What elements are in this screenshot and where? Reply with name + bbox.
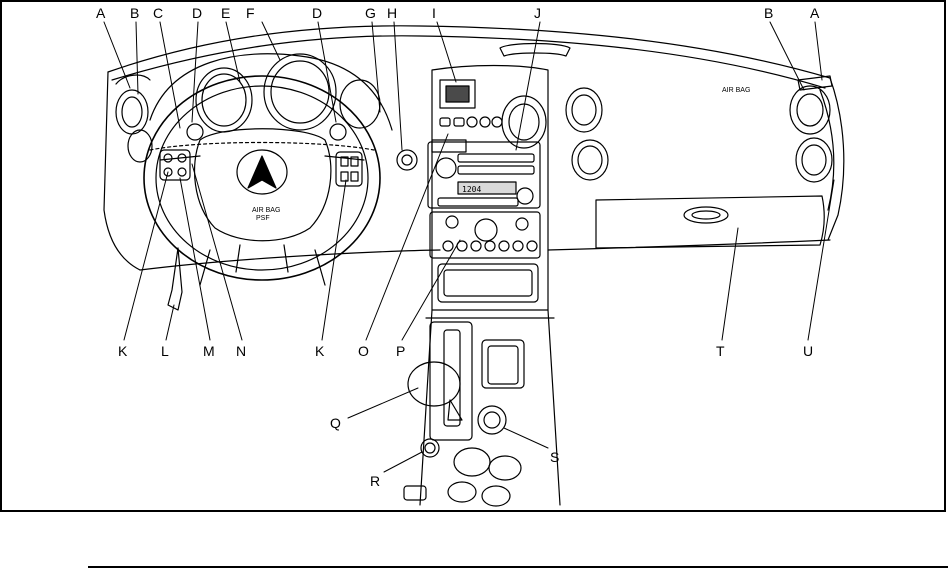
- wheel-controls-left: [159, 149, 191, 181]
- cluster-hood: [149, 53, 393, 131]
- cupholder-front: [453, 447, 491, 477]
- speedometer-gauge: [263, 53, 337, 131]
- climate-knob: [474, 218, 498, 242]
- storage-pocket: [437, 263, 539, 303]
- wiper-stalk: [329, 123, 347, 141]
- shift-gate: [429, 321, 473, 441]
- callout-j: J: [534, 5, 541, 21]
- vent-icon-right-lower: [795, 137, 833, 183]
- callout-s: S: [550, 449, 559, 465]
- glovebox-latch-icon: [683, 206, 729, 224]
- callout-a-right: A: [810, 5, 820, 21]
- radio-display-window: [457, 181, 517, 195]
- emblem-ring: [236, 149, 288, 195]
- console-bin: [481, 339, 525, 389]
- radio-tune-knob: [516, 187, 534, 205]
- wheel-controls-right: [335, 151, 363, 187]
- dash-lower-left: [139, 249, 441, 271]
- defroster-slot: [499, 42, 571, 57]
- callout-m: M: [203, 343, 215, 359]
- dashboard-illustration: AIR BAG AIR BAG PSF 1204 A B C D E F D G…: [0, 0, 946, 512]
- callout-f: F: [246, 5, 255, 21]
- callout-b-right: B: [764, 5, 773, 21]
- callout-d-left: D: [192, 5, 202, 21]
- radio-display-text: 1204: [462, 185, 481, 194]
- callout-k-left: K: [118, 343, 128, 359]
- callout-d-right: D: [312, 5, 322, 21]
- vent-icon-right-upper: [789, 85, 831, 135]
- callout-i: I: [432, 5, 436, 21]
- lighter-icon: [420, 438, 440, 458]
- center-console: [419, 309, 561, 506]
- dash-lower-right: [547, 239, 831, 251]
- callout-q: Q: [330, 415, 341, 431]
- glovebox: [595, 195, 825, 249]
- callouts-top: A B C D E F D G H I J B A: [96, 5, 820, 21]
- callouts-bottom: K L M N K O P T U Q S R: [118, 343, 813, 489]
- shift-lever-icon: [407, 361, 461, 407]
- turn-signal-stalk: [186, 123, 204, 141]
- vent-icon-left-lower: [127, 129, 153, 163]
- climate-buttons: [442, 240, 538, 252]
- cupholder-rear: [447, 481, 477, 503]
- radio-volume-knob: [435, 157, 457, 179]
- callout-r: R: [370, 473, 380, 489]
- power-outlet-icon: [477, 405, 507, 435]
- callout-a-left: A: [96, 5, 106, 21]
- fuel-gauge: [339, 79, 381, 129]
- dash-right-edge: [827, 77, 845, 241]
- climate-controls: [429, 211, 541, 259]
- vent-icon-center-right-upper: [565, 87, 603, 133]
- info-display-pod: [439, 79, 476, 109]
- switch-row: [439, 116, 503, 128]
- page-rule: [88, 566, 948, 568]
- radio-top-buttons: [431, 139, 467, 153]
- callout-p: P: [396, 343, 405, 359]
- callout-c: C: [153, 5, 163, 21]
- ignition-icon: [396, 149, 418, 171]
- dash-top-edge-inner: [111, 35, 826, 89]
- callout-b-left: B: [130, 5, 139, 21]
- steering-wheel-rim: [143, 75, 381, 281]
- dash-top-edge: [107, 25, 831, 79]
- pontiac-emblem-icon: [247, 155, 277, 189]
- callout-h: H: [387, 5, 397, 21]
- audio-system: [427, 141, 541, 209]
- callout-t: T: [716, 343, 725, 359]
- figure-border: [0, 0, 946, 512]
- leader-lines: [103, 21, 835, 473]
- dash-left-edge: [103, 71, 141, 271]
- airbag-sub-label-wheel: PSF: [256, 215, 270, 222]
- steering-hub-airbag: [194, 128, 332, 242]
- callout-o: O: [358, 343, 369, 359]
- hood-release-lever: [167, 247, 183, 311]
- center-stack: [431, 64, 549, 311]
- callout-e: E: [221, 5, 230, 21]
- airbag-label-wheel: AIR BAG: [252, 207, 280, 214]
- vent-icon-center-right-lower: [571, 139, 609, 181]
- side-defog-vent: [797, 75, 833, 91]
- callout-k-right: K: [315, 343, 325, 359]
- callout-g: G: [365, 5, 376, 21]
- callout-u: U: [803, 343, 813, 359]
- callout-l: L: [161, 343, 169, 359]
- vent-icon-center-left: [501, 95, 547, 149]
- instrument-panel-diagram: AIR BAG AIR BAG PSF 1204 A B C D E F D G…: [0, 0, 946, 512]
- callout-n: N: [236, 343, 246, 359]
- airbag-label-dash: AIR BAG: [722, 87, 750, 94]
